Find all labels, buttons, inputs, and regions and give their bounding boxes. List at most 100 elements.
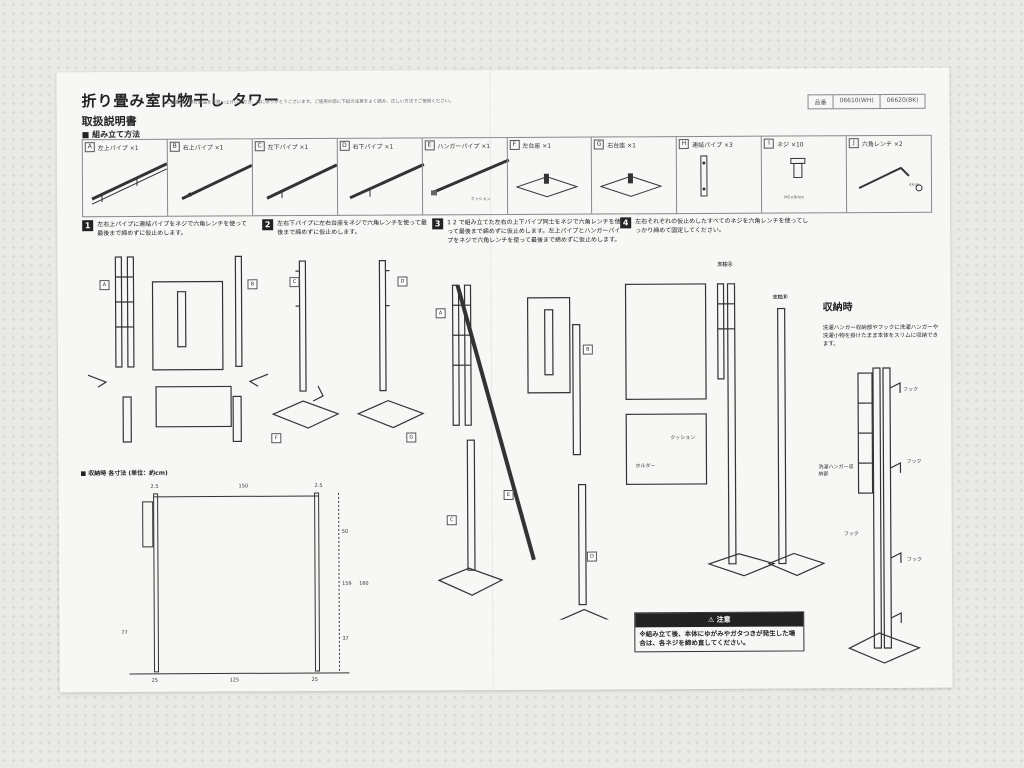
laundry-hanger-label: 洗濯ハンガー収納部 xyxy=(818,464,854,478)
instruction-sheet: 折り畳み室内物干し タワー 取扱説明書 この度は、弊社製品をお買い上げいただき、… xyxy=(56,67,953,693)
storage-text: 洗濯ハンガー収納部やフックに洗濯ハンガーや洗濯小物を掛けたまま本体をスリムに収納… xyxy=(822,324,939,348)
text-label: 右台座 ×1 xyxy=(607,141,636,149)
holder-label: ホルダー xyxy=(635,463,656,470)
text-label: ハンガーパイプ ×1 xyxy=(437,142,491,150)
step-3-illustration xyxy=(437,284,621,621)
caution-body: ※組み立て後、本体にゆがみやガタつきが発生した場合は、各ネジを締め直してください… xyxy=(639,629,796,648)
part-j-illustration xyxy=(858,166,923,192)
part-b-illustration xyxy=(181,163,253,201)
hook-label-1: フック xyxy=(903,386,919,393)
part-letter: C xyxy=(254,141,265,152)
part-g-illustration xyxy=(599,173,664,197)
part-d-illustration xyxy=(349,163,425,200)
step-number: 2 xyxy=(262,219,274,231)
text-label: 1 2 で組み立てた左右の上下パイプ同士をネジで六角レンチを使って最後まで締めず… xyxy=(447,218,621,245)
hook-label-3: フック xyxy=(843,531,859,538)
part-letter: D xyxy=(339,140,350,151)
document-subtitle: 取扱説明書 xyxy=(81,114,137,129)
step-1-illustration xyxy=(87,255,269,443)
dim-height-total: 160 xyxy=(359,580,369,587)
dim-top-right: 2.5 xyxy=(314,482,323,489)
storage-illustration xyxy=(847,367,922,664)
step-2-illustration xyxy=(271,260,425,429)
dim-bottom-right: 25 xyxy=(311,676,318,684)
part-letter: F xyxy=(509,139,520,150)
caution-box: ⚠ 注意 ※組み立て後、本体にゆがみやガタつきが発生した場合は、各ネジを締め直し… xyxy=(634,611,805,653)
step-number: 1 xyxy=(82,220,94,232)
dim-right-low: 37 xyxy=(342,635,349,642)
label-d-step3: D xyxy=(586,551,597,562)
pillar-b-label: 支柱Ⓑ xyxy=(772,294,788,301)
dim-upper: 50 xyxy=(341,528,349,535)
hook-label-4: フック xyxy=(906,556,922,563)
dim-top-width: 150 xyxy=(238,483,249,490)
text-label: 六角レンチ ×2 xyxy=(861,140,903,148)
dimensions-title: ■ 収納時 各寸法 (単位：約cm) xyxy=(80,469,168,478)
storage-title: 収納時 xyxy=(822,302,853,314)
part-i-illustration xyxy=(790,157,806,178)
cushion-label: クッション xyxy=(670,435,696,442)
screw-size-note: M5×8mm xyxy=(784,194,804,200)
step-number: 4 xyxy=(620,217,632,229)
text-label: 左右下パイプに左右台座をネジで六角レンチを使って最後まで締めずに仮止めします。 xyxy=(277,219,427,237)
label-c-step3: C xyxy=(446,515,457,526)
text-label: ネジ ×10 xyxy=(777,140,804,149)
label-e-step3: E xyxy=(503,489,514,501)
text-label: 左右それぞれの仮止めしたすべてのネジを六角レンチを使ってしっかり締めて固定してく… xyxy=(635,217,809,235)
text-label: 左台座 ×1 xyxy=(522,142,552,150)
part-letter: I xyxy=(763,138,775,149)
product-code-box: 品番 06610(WH) 06620(BK) xyxy=(807,93,926,110)
code-wh: 06610(WH) xyxy=(832,95,880,109)
dimensions-diagram xyxy=(129,492,350,675)
part-letter: J xyxy=(848,138,859,149)
label-f-step2: F xyxy=(271,433,282,444)
part-letter: H xyxy=(679,139,690,150)
text-label: 連結パイプ ×3 xyxy=(692,141,733,149)
dim-height-inner: 159 xyxy=(342,580,352,587)
dim-top-left: 2.5 xyxy=(150,483,159,490)
part-letter: A xyxy=(84,142,95,153)
part-e-illustration xyxy=(430,158,510,196)
code-label: 品番 xyxy=(814,99,827,107)
label-a-step1: A xyxy=(99,280,110,291)
part-letter: B xyxy=(169,141,180,152)
label-c-step2: C xyxy=(289,277,300,288)
wrench-size-note: 4mm xyxy=(909,181,920,187)
text-label: 左下パイプ ×1 xyxy=(267,143,309,151)
label-b-step1: B xyxy=(247,279,258,290)
text-label: 右下パイプ ×1 xyxy=(352,143,394,151)
part-letter: E xyxy=(424,140,435,151)
part-letter: G xyxy=(594,139,605,150)
hook-label-2: フック xyxy=(906,458,922,465)
part-c-illustration xyxy=(266,163,338,200)
text-label: 右上パイプ ×1 xyxy=(182,143,224,152)
label-g-step2: G xyxy=(406,432,417,443)
label-b-step3: B xyxy=(582,344,593,355)
step-number: 3 xyxy=(432,218,444,230)
dim-bottom-left: 25 xyxy=(151,677,158,684)
code-bk: 06620(BK) xyxy=(879,94,925,109)
part-f-illustration xyxy=(514,173,579,198)
cushion-note: クッション xyxy=(470,196,491,202)
dim-lower: 77 xyxy=(121,629,128,637)
step-4-illustration xyxy=(624,283,826,577)
part-h-illustration xyxy=(700,155,708,197)
